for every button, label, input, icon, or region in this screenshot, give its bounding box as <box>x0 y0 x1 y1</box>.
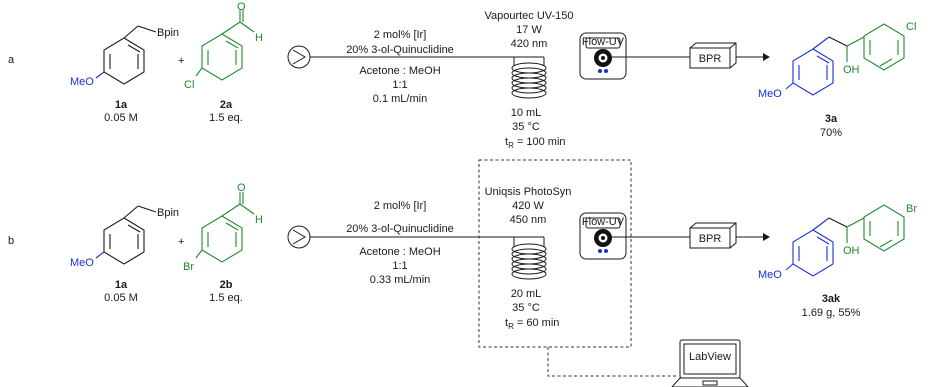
condition-cocatalyst: 20% 3-ol-Quinuclidine <box>346 223 454 235</box>
reactant-1a-conc: 0.05 M <box>104 292 138 304</box>
reactant-1a-structure <box>95 25 157 85</box>
lamp-label: Flow-UV <box>582 216 625 228</box>
lamp-label: Flow-UV <box>582 36 625 48</box>
pump-icon <box>287 225 311 249</box>
reactant-1a-conc: 0.05 M <box>104 112 138 124</box>
reactant-1a-id: 1a <box>115 279 128 291</box>
condition-flow-rate: 0.1 mL/min <box>373 93 427 105</box>
laptop-label: LabView <box>689 351 731 363</box>
product-3a-ome: MeO <box>758 88 782 100</box>
pump-icon <box>287 45 311 69</box>
row-b-label: b <box>8 235 14 247</box>
reactor-wavelength: 420 nm <box>511 38 548 50</box>
condition-ratio: 1:1 <box>392 260 407 272</box>
reactant-2a-h: H <box>255 32 263 44</box>
reactant-2a-id: 2a <box>220 99 233 111</box>
residence-time: tR = 60 min <box>505 317 559 331</box>
plus-sign: + <box>178 236 184 248</box>
reactant-2a-cl: Cl <box>184 79 194 91</box>
reactant-1a-structure <box>95 205 157 265</box>
reactor-wavelength: 450 nm <box>510 214 547 226</box>
laptop-icon <box>671 339 749 387</box>
reactor-volume: 10 mL <box>511 107 542 119</box>
reactant-2b-id: 2b <box>220 279 233 291</box>
data-link-line <box>547 347 676 377</box>
product-3ak-yield: 1.69 g, 55% <box>802 307 861 319</box>
product-3a-yield: 70% <box>820 127 842 139</box>
reactor-power: 17 W <box>516 24 542 36</box>
product-3ak-id: 3ak <box>822 293 841 305</box>
product-3a-id: 3a <box>825 113 838 125</box>
reactant-2b-eq: 1.5 eq. <box>209 292 243 304</box>
condition-solvent: Acetone : MeOH <box>359 65 440 77</box>
product-3ak-ome: MeO <box>758 269 782 281</box>
reactant-1a-ome: MeO <box>70 257 94 269</box>
reactant-2b-h: H <box>255 214 263 226</box>
reactor-temperature: 35 °C <box>512 121 540 133</box>
reactant-2a-structure <box>195 10 255 81</box>
condition-flow-rate: 0.33 mL/min <box>370 274 431 286</box>
residence-time: tR = 100 min <box>505 136 566 150</box>
reactant-1a-id: 1a <box>115 99 128 111</box>
condition-cocatalyst: 20% 3-ol-Quinuclidine <box>346 44 454 56</box>
reactant-2b-o: O <box>237 182 246 194</box>
reactant-1a-bpin: Bpin <box>157 207 179 219</box>
flow-uv-lamp-icon <box>579 212 627 260</box>
reactant-2a-o: O <box>237 1 246 13</box>
row-a: a Bpin MeO 1a 0.05 M + O H <box>8 1 916 150</box>
photoreactor-enclosure <box>478 159 632 348</box>
row-b: b Bpin MeO 1a 0.05 M + O H <box>8 159 917 387</box>
reactor-volume: 20 mL <box>511 288 542 300</box>
reactant-1a-bpin: Bpin <box>157 27 179 39</box>
bpr-label: BPR <box>699 53 722 65</box>
reactant-2a-eq: 1.5 eq. <box>209 112 243 124</box>
coil-reactor-icon <box>511 57 547 99</box>
bpr-label: BPR <box>699 233 722 245</box>
reactant-1a-ome: MeO <box>70 76 94 88</box>
product-3a-structure <box>785 23 905 96</box>
reactor-name: Uniqsis PhotoSyn <box>485 186 572 198</box>
arrow-head <box>763 233 770 241</box>
condition-solvent: Acetone : MeOH <box>359 246 440 258</box>
bpr-box-icon <box>689 42 737 69</box>
product-3ak-oh: OH <box>843 245 860 257</box>
reactor-name: Vapourtec UV-150 <box>484 10 573 22</box>
condition-catalyst: 2 mol% [Ir] <box>374 200 427 212</box>
product-3a-cl: Cl <box>906 21 916 33</box>
reactant-2b-structure <box>195 192 255 263</box>
condition-ratio: 1:1 <box>392 79 407 91</box>
reactor-power: 420 W <box>512 200 544 212</box>
arrow-head <box>763 53 770 61</box>
product-3a-oh: OH <box>843 64 860 76</box>
product-3ak-structure <box>785 204 905 277</box>
row-a-label: a <box>8 54 15 66</box>
bpr-box-icon <box>689 222 737 249</box>
flow-uv-lamp-icon <box>579 32 627 80</box>
product-3ak-br: Br <box>906 203 917 215</box>
reactor-temperature: 35 °C <box>512 302 540 314</box>
reactant-2b-br: Br <box>183 261 194 273</box>
plus-sign: + <box>178 55 184 67</box>
condition-catalyst: 2 mol% [Ir] <box>374 29 427 41</box>
coil-reactor-icon <box>511 237 547 280</box>
